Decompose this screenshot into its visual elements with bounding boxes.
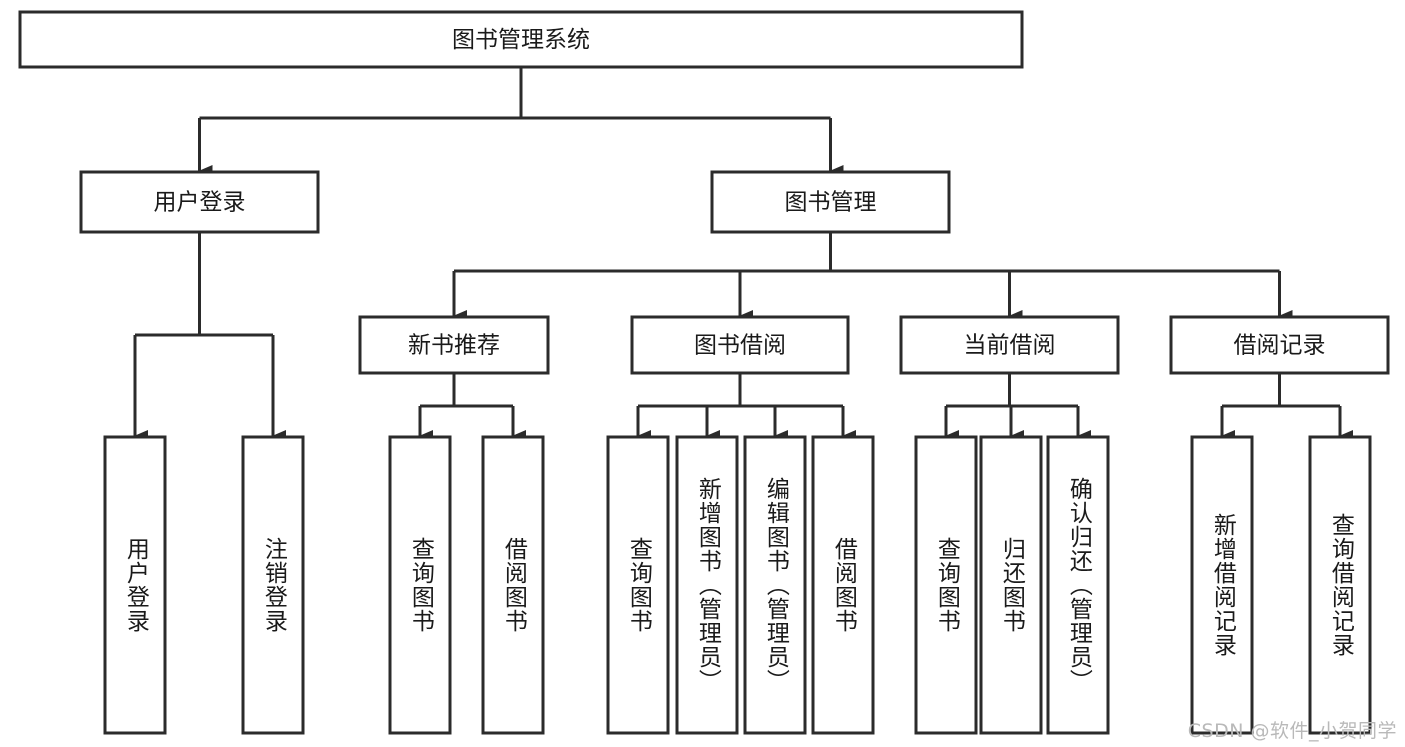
level2-label-图书管理: 图书管理 (785, 190, 877, 216)
level3-box-借阅记录[interactable] (1169, 315, 1390, 375)
connector-lines (133, 67, 1353, 442)
leaf-box-新增图书管理员[interactable] (675, 435, 739, 735)
leaf-box-编辑图书管理员[interactable] (743, 435, 807, 735)
level3-label-当前借阅: 当前借阅 (964, 333, 1056, 359)
leaf-box-新增借阅记录[interactable] (1190, 435, 1254, 735)
level3-box-当前借阅[interactable] (899, 315, 1120, 375)
level2-label-用户登录: 用户登录 (154, 190, 246, 216)
root-box-图书管理系统[interactable] (18, 10, 1024, 69)
level2-box-图书管理[interactable] (710, 170, 951, 234)
level2-box-用户登录[interactable] (79, 170, 320, 234)
level3-label-借阅记录: 借阅记录 (1234, 333, 1326, 359)
csdn-watermark: CSDN @软件_小贺同学 (1187, 720, 1397, 742)
leaf-box-借阅图书[interactable] (811, 435, 875, 735)
leaf-box-注销登录[interactable] (241, 435, 305, 735)
level3-label-图书借阅: 图书借阅 (694, 333, 786, 359)
node-boxes (18, 10, 1390, 735)
level3-label-新书推荐: 新书推荐 (408, 333, 500, 359)
leaf-box-归还图书[interactable] (979, 435, 1043, 735)
level3-box-图书借阅[interactable] (630, 315, 850, 375)
leaf-box-查询图书[interactable] (914, 435, 978, 735)
leaf-box-用户登录[interactable] (103, 435, 167, 735)
leaf-box-查询借阅记录[interactable] (1308, 435, 1372, 735)
leaf-box-确认归还管理员[interactable] (1046, 435, 1110, 735)
leaf-box-借阅图书[interactable] (481, 435, 545, 735)
level3-box-新书推荐[interactable] (358, 315, 550, 375)
leaf-box-查询图书[interactable] (388, 435, 452, 735)
leaf-box-查询图书[interactable] (606, 435, 670, 735)
root-label-图书管理系统: 图书管理系统 (452, 27, 590, 53)
